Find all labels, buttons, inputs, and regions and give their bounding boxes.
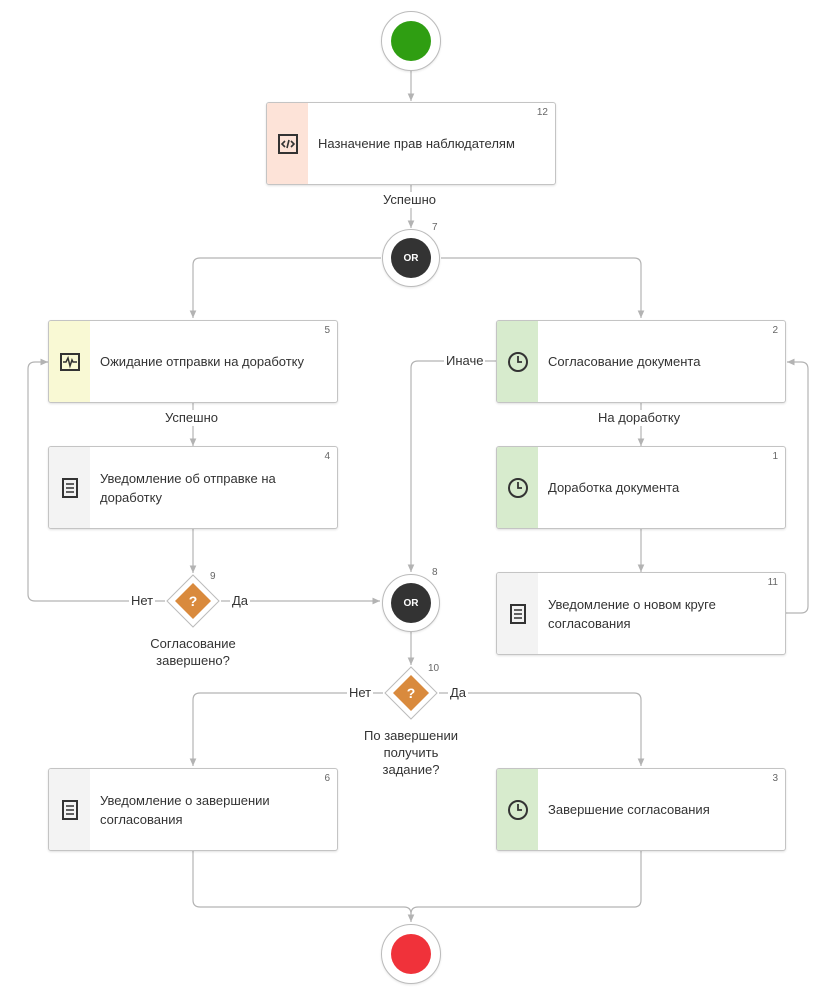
task-number: 3 xyxy=(772,773,778,784)
task-strip xyxy=(49,321,90,402)
task-number: 12 xyxy=(536,107,548,118)
clock-icon xyxy=(507,477,528,498)
code-icon xyxy=(277,133,298,154)
document-icon xyxy=(509,603,526,624)
task-strip xyxy=(497,573,538,654)
task-node-3[interactable]: Завершение согласования 3 xyxy=(496,768,786,851)
task-number: 2 xyxy=(772,325,778,336)
or-gateway-7[interactable]: OR xyxy=(382,229,440,287)
or-gateway-8[interactable]: OR xyxy=(382,574,440,632)
task-strip xyxy=(497,769,538,850)
question-icon: ? xyxy=(406,685,416,701)
task-strip xyxy=(267,103,308,184)
task-label: Назначение прав наблюдателям xyxy=(318,136,515,151)
task-number: 1 xyxy=(772,451,778,462)
edge-or7-to-5 xyxy=(189,257,381,318)
edge-or7-to-2 xyxy=(441,257,645,318)
task-label: Доработка документа xyxy=(548,480,680,495)
start-event-core xyxy=(391,21,431,61)
clock-icon xyxy=(507,351,528,372)
edge-6-to-end xyxy=(192,851,415,922)
task-strip xyxy=(49,447,90,528)
condition-9[interactable]: ? xyxy=(166,574,220,628)
edge-11-to-2 xyxy=(785,358,809,614)
edge-c10-yes-to-3 xyxy=(439,692,645,766)
task-strip xyxy=(497,321,538,402)
document-icon xyxy=(61,477,78,498)
task-node-1[interactable]: Доработка документа 1 xyxy=(496,446,786,529)
task-strip xyxy=(49,769,90,850)
edge-label-to-rework: На доработку xyxy=(596,410,683,426)
gateway-number: 7 xyxy=(432,222,438,233)
task-number: 6 xyxy=(324,773,330,784)
task-label: Ожидание отправки на доработку xyxy=(100,354,305,369)
condition-no-label: Нет xyxy=(129,593,156,609)
task-number: 5 xyxy=(324,325,330,336)
edge-2-else-to-or8 xyxy=(407,360,497,572)
or-gateway-label: OR xyxy=(391,238,431,278)
condition-number: 10 xyxy=(428,663,440,674)
task-label: Согласование документа xyxy=(548,354,701,369)
or-gateway-label: OR xyxy=(391,583,431,623)
condition-diamond xyxy=(166,574,220,628)
task-node-5[interactable]: Ожидание отправки на доработку 5 xyxy=(48,320,338,403)
task-node-6[interactable]: Уведомление о завершении согласования 6 xyxy=(48,768,338,851)
edge-label-else: Иначе xyxy=(444,353,486,369)
condition-number: 9 xyxy=(210,571,216,582)
edge-3-to-end xyxy=(410,851,642,915)
task-node-11[interactable]: Уведомление о новом круге согласования 1… xyxy=(496,572,786,655)
task-node-12[interactable]: Назначение прав наблюдателям 12 xyxy=(266,102,556,185)
end-event[interactable] xyxy=(381,924,441,984)
task-number: 11 xyxy=(767,577,778,588)
condition-diamond xyxy=(384,666,438,720)
task-label: Уведомление о новом круге согласования xyxy=(548,596,716,631)
condition-caption: Согласование завершено? xyxy=(150,636,236,668)
edge-c9-no-to-5 xyxy=(27,358,165,602)
clock-icon xyxy=(507,799,528,820)
activity-monitor-icon xyxy=(59,352,80,371)
end-event-core xyxy=(391,934,431,974)
task-label: Уведомление об отправке на доработку xyxy=(100,470,276,505)
condition-no-label: Нет xyxy=(347,685,374,701)
task-node-4[interactable]: Уведомление об отправке на доработку 4 xyxy=(48,446,338,529)
condition-yes-label: Да xyxy=(230,593,251,609)
task-strip xyxy=(497,447,538,528)
condition-10[interactable]: ? xyxy=(384,666,438,720)
condition-caption: По завершении получить задание? xyxy=(364,728,458,777)
task-label: Завершение согласования xyxy=(548,802,710,817)
document-icon xyxy=(61,799,78,820)
edge-label-success: Успешно xyxy=(163,410,220,426)
condition-yes-label: Да xyxy=(448,685,469,701)
edge-label-success: Успешно xyxy=(381,192,438,208)
question-icon: ? xyxy=(188,593,198,609)
task-label: Уведомление о завершении согласования xyxy=(100,792,270,827)
start-event[interactable] xyxy=(381,11,441,71)
task-node-2[interactable]: Согласование документа 2 xyxy=(496,320,786,403)
gateway-number: 8 xyxy=(432,567,438,578)
edge-c10-no-to-6 xyxy=(189,692,383,766)
task-number: 4 xyxy=(324,451,330,462)
